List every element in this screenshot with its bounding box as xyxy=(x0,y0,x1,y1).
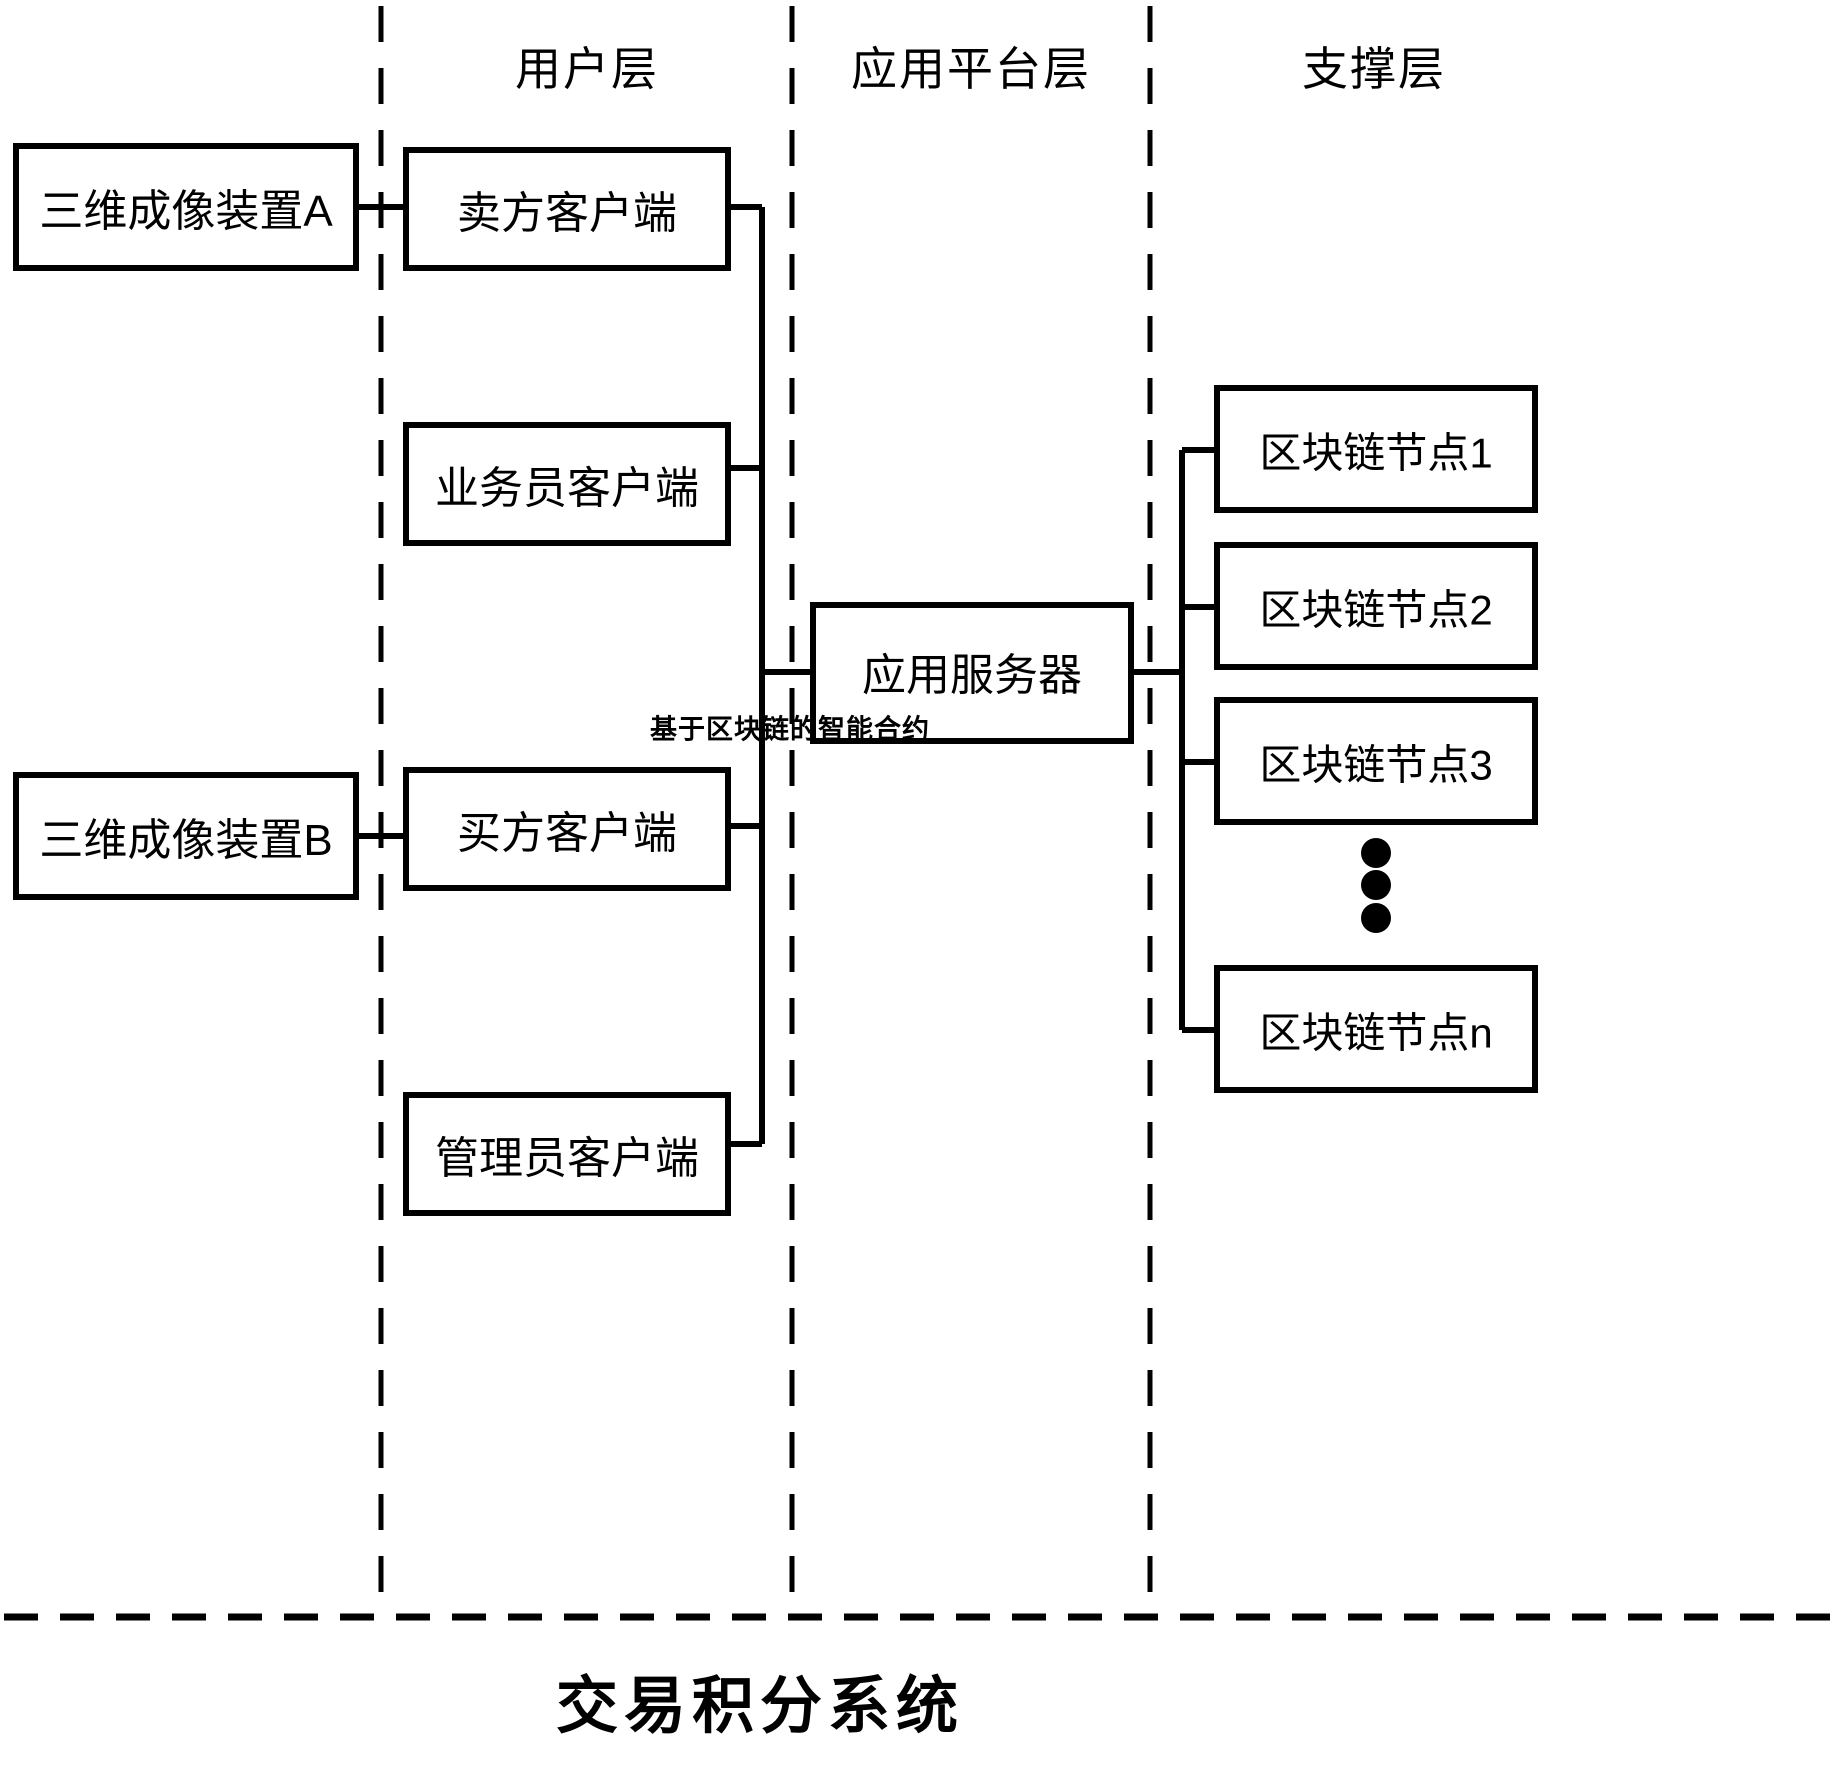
layer-heading-support: 支撑层 xyxy=(1302,43,1446,95)
admin-client-label: 管理员客户端 xyxy=(435,1134,699,1183)
seller-client-label: 卖方客户端 xyxy=(457,189,677,238)
blockchain-node-1-label: 区块链节点1 xyxy=(1259,429,1493,477)
layer-heading-user: 用户层 xyxy=(515,43,659,95)
salesperson-client-label: 业务员客户端 xyxy=(435,464,699,513)
blockchain-node-3-label: 区块链节点3 xyxy=(1259,741,1493,789)
ellipsis-dot-1 xyxy=(1361,838,1391,868)
ellipsis-dot-3 xyxy=(1361,903,1391,933)
application-server-label: 应用服务器 xyxy=(862,651,1082,700)
imaging-device-a-label: 三维成像装置A xyxy=(39,187,333,236)
ellipsis-dot-2 xyxy=(1361,870,1391,900)
imaging-device-b-label: 三维成像装置B xyxy=(39,816,333,865)
system-title: 交易积分系统 xyxy=(555,1672,965,1741)
buyer-client-label: 买方客户端 xyxy=(457,809,677,858)
admin-client-box xyxy=(403,1092,731,1216)
salesperson-client-box xyxy=(403,422,731,546)
smart-contract-annotation: 基于区块链的智能合约 xyxy=(650,714,930,745)
blockchain-node-2-label: 区块链节点2 xyxy=(1259,586,1493,634)
vertical-ellipsis xyxy=(1361,838,1391,933)
blockchain-node-n-label: 区块链节点n xyxy=(1259,1009,1493,1057)
layer-heading-application-platform: 应用平台层 xyxy=(851,43,1091,95)
